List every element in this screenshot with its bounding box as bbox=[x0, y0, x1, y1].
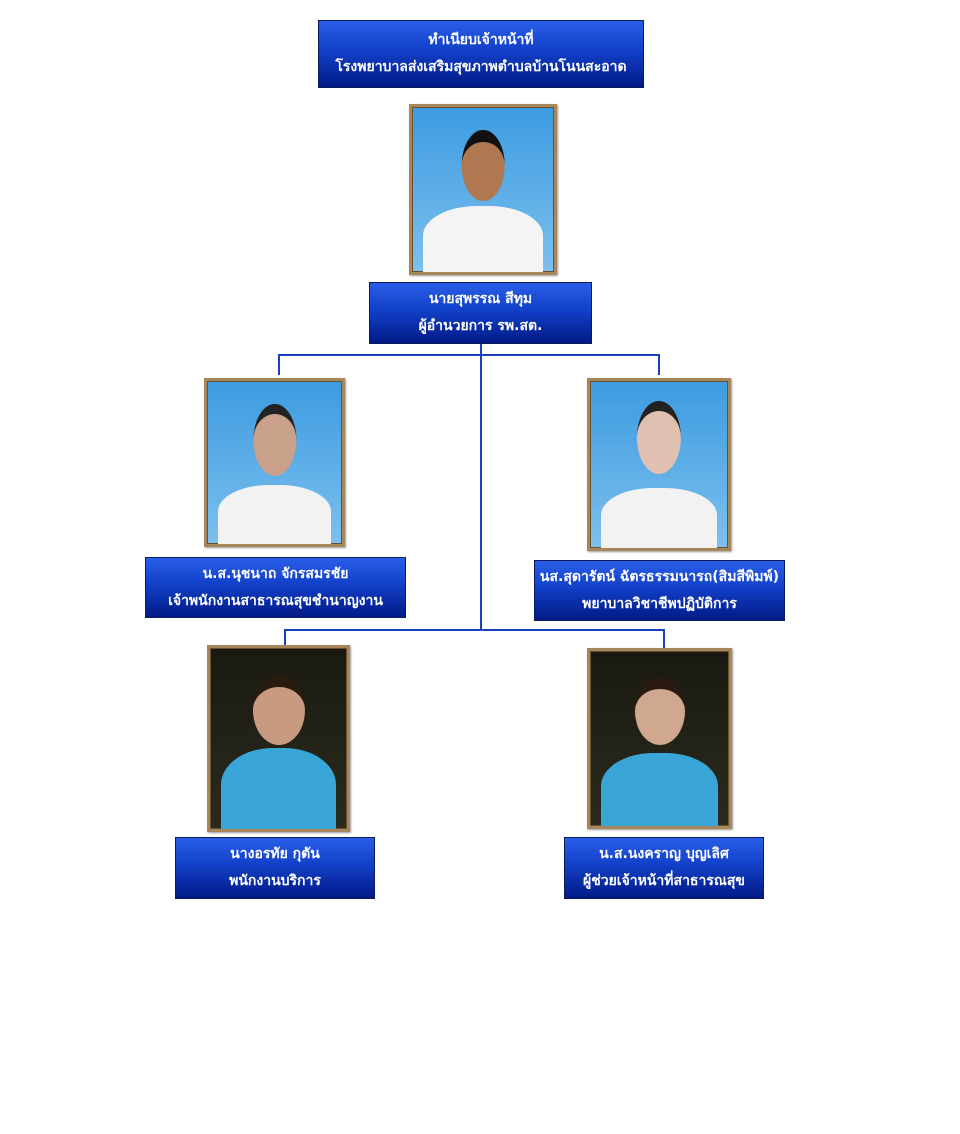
title-line-2: โรงพยาบาลส่งเสริมสุขภาพตำบลบ้านโนนสะอาด bbox=[335, 59, 627, 75]
staff-card-director: นายสุพรรณ สีทุม ผู้อำนวยการ รพ.สต. bbox=[369, 282, 592, 344]
staff-name: น.ส.นงคราญ บุญเลิศ bbox=[599, 846, 729, 862]
staff-name: น.ส.นุชนาถ จักรสมรชัย bbox=[202, 565, 349, 582]
staff-name: นางอรทัย กุตัน bbox=[230, 846, 320, 862]
staff-photo bbox=[587, 648, 732, 829]
staff-card: น.ส.นงคราญ บุญเลิศ ผู้ช่วยเจ้าหน้าที่สาธ… bbox=[564, 837, 764, 899]
staff-card: น.ส.นุชนาถ จักรสมรชัย เจ้าพนักงานสาธารณส… bbox=[145, 557, 406, 618]
staff-card: นางอรทัย กุตัน พนักงานบริการ bbox=[175, 837, 375, 899]
staff-photo bbox=[587, 378, 731, 551]
connector-line bbox=[284, 629, 286, 645]
staff-card: นส.สุดารัตน์ ฉัตรธรรมนารถ(สิมสีพิมพ์) พย… bbox=[534, 560, 785, 621]
staff-photo bbox=[204, 378, 345, 547]
staff-position: เจ้าพนักงานสาธารณสุขชำนาญงาน bbox=[168, 592, 383, 609]
connector-line bbox=[278, 354, 660, 356]
staff-name: นส.สุดารัตน์ ฉัตรธรรมนารถ(สิมสีพิมพ์) bbox=[539, 568, 780, 585]
connector-line bbox=[658, 354, 660, 375]
staff-position: พนักงานบริการ bbox=[229, 873, 321, 889]
staff-photo bbox=[207, 645, 350, 832]
connector-line bbox=[278, 354, 280, 375]
connector-line bbox=[284, 629, 665, 631]
connector-line bbox=[663, 629, 665, 648]
staff-name: นายสุพรรณ สีทุม bbox=[428, 291, 533, 307]
staff-position: ผู้ช่วยเจ้าหน้าที่สาธารณสุข bbox=[583, 873, 745, 889]
title-line-1: ทำเนียบเจ้าหน้าที่ bbox=[428, 32, 534, 48]
staff-position: พยาบาลวิชาชีพปฏิบัติการ bbox=[582, 595, 737, 612]
connector-line bbox=[480, 344, 482, 631]
title-box: ทำเนียบเจ้าหน้าที่ โรงพยาบาลส่งเสริมสุขภ… bbox=[318, 20, 644, 88]
staff-photo-director bbox=[409, 104, 557, 275]
staff-position: ผู้อำนวยการ รพ.สต. bbox=[418, 318, 543, 334]
